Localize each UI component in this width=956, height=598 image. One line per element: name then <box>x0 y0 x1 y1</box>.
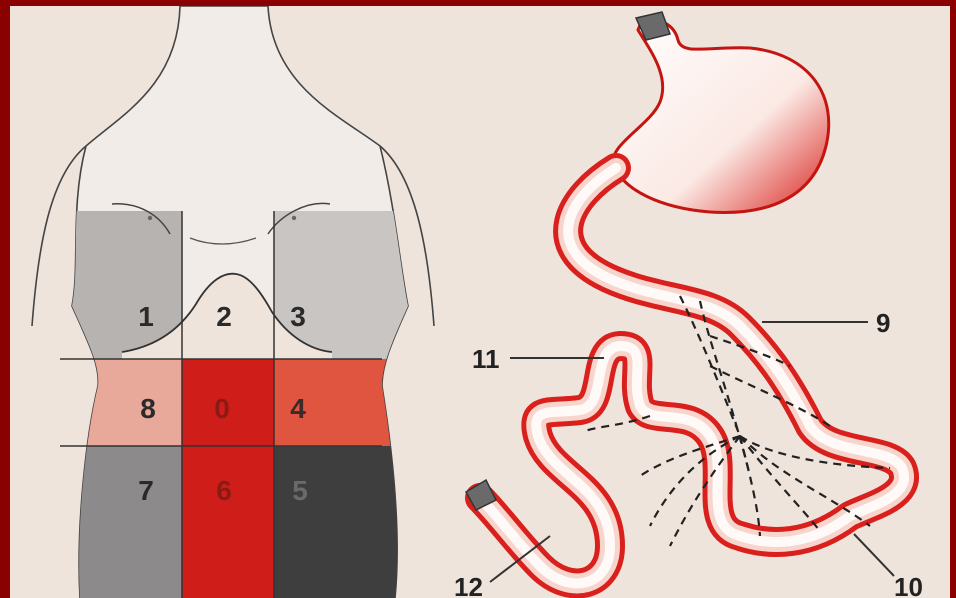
callout-label-10: 10 <box>894 572 923 598</box>
region-label-0: 0 <box>214 393 230 424</box>
left-nipple <box>148 216 152 220</box>
region-label-4: 4 <box>290 393 306 424</box>
region-label-7: 7 <box>138 475 154 506</box>
abdominal-diagram: 1 2 3 8 0 4 7 6 5 <box>10 6 950 598</box>
intestine-core <box>480 168 904 583</box>
torso-figure: 1 2 3 8 0 4 7 6 5 <box>32 6 434 598</box>
region-label-8: 8 <box>140 393 156 424</box>
right-nipple <box>292 216 296 220</box>
callout-label-12: 12 <box>454 572 483 598</box>
callout-label-9: 9 <box>876 308 890 338</box>
region-7 <box>70 446 182 598</box>
region-label-3: 3 <box>290 301 306 332</box>
callout-label-11: 11 <box>472 344 500 374</box>
stomach <box>613 20 829 213</box>
region-label-5: 5 <box>292 475 308 506</box>
region-8 <box>70 359 182 446</box>
region-label-1: 1 <box>138 301 154 332</box>
digestive-tract: 9 11 10 12 <box>454 12 923 598</box>
region-label-2: 2 <box>216 301 232 332</box>
callout-line-10 <box>854 534 894 576</box>
region-label-6: 6 <box>216 475 232 506</box>
region-6 <box>182 446 274 598</box>
